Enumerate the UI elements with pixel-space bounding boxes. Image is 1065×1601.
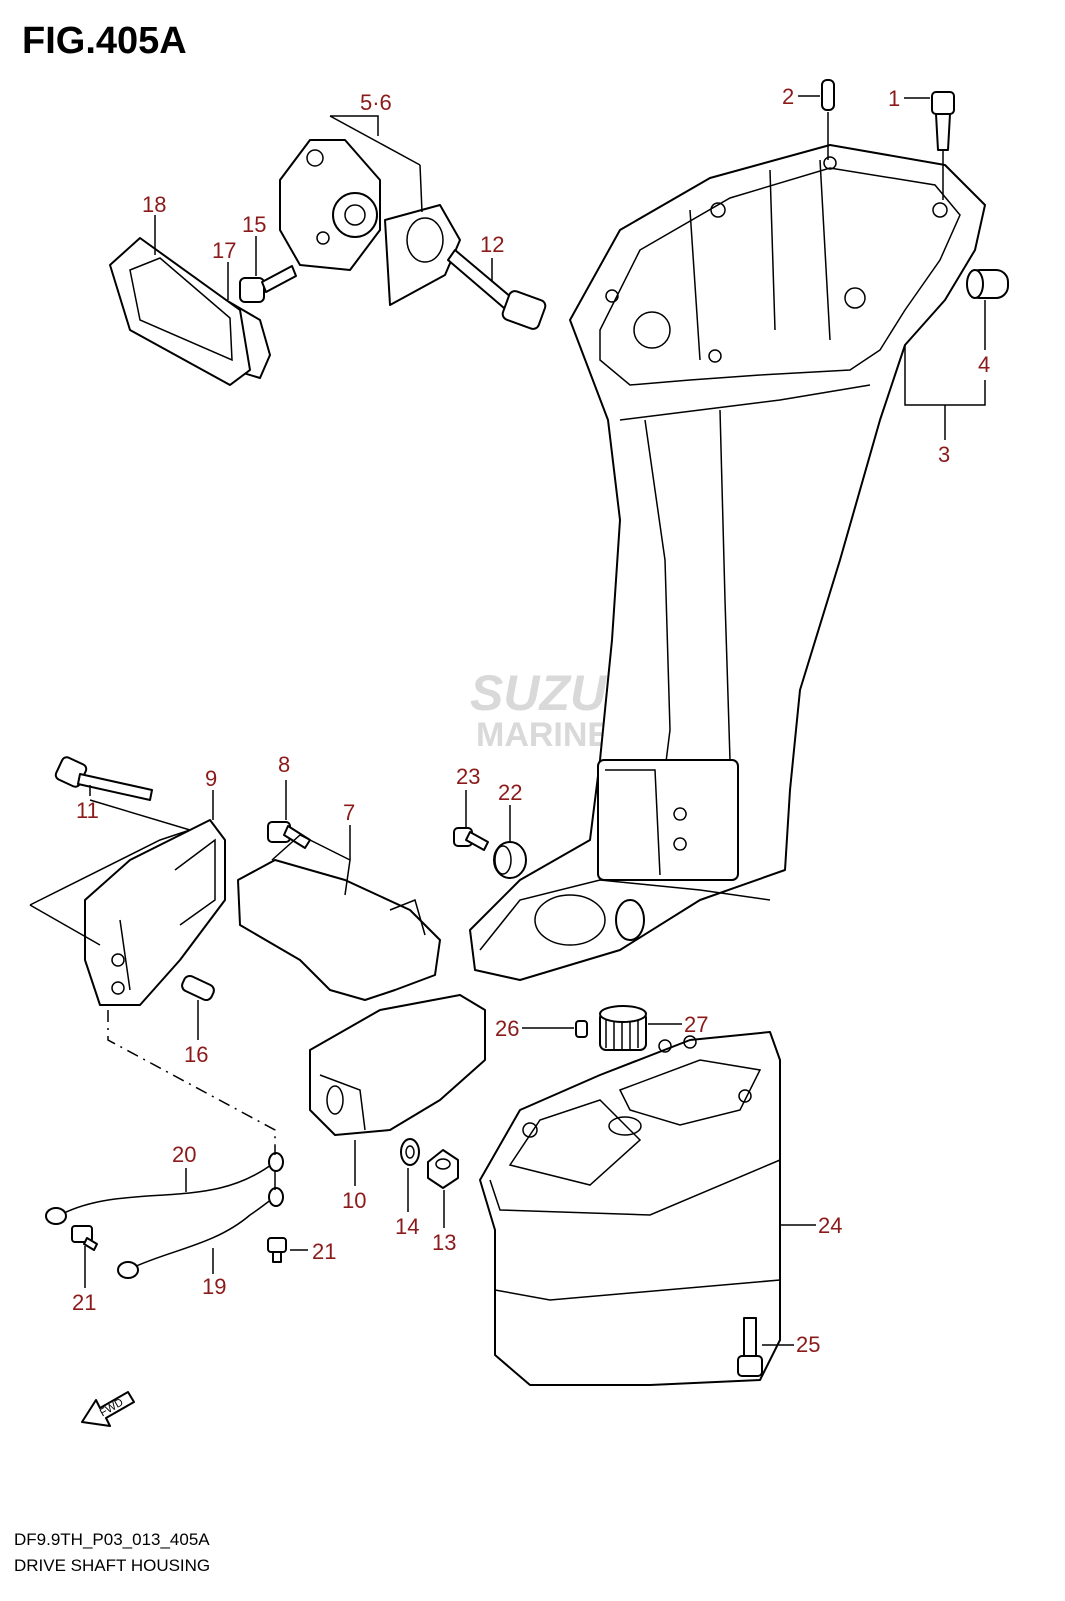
callout-3: 3 [938, 442, 950, 467]
grommet-18 [109, 237, 251, 386]
pin-26 [575, 1020, 588, 1038]
bolt-11 [54, 756, 153, 801]
callout-8: 8 [278, 752, 290, 777]
clamp-10 [309, 994, 486, 1136]
bolt-1 [931, 91, 955, 151]
callout-25: 25 [796, 1332, 820, 1357]
callout-19: 19 [202, 1274, 226, 1299]
callout-13: 13 [432, 1230, 456, 1255]
water-seal-27 [599, 1005, 647, 1051]
callout-5-6: 5·6 [360, 90, 392, 115]
callout-16: 16 [184, 1042, 208, 1067]
mount-plate-6 [384, 204, 461, 306]
drive-shaft-housing [469, 144, 986, 981]
pin-2 [821, 79, 835, 111]
clamp-7 [237, 834, 441, 1001]
callout-10: 10 [342, 1188, 366, 1213]
screw-21a [267, 1237, 287, 1263]
callout-26: 26 [495, 1016, 519, 1041]
fwd-arrow-icon: FWD [81, 1391, 135, 1427]
callout-20: 20 [172, 1142, 196, 1167]
figure-title: FIG.405A [22, 20, 187, 62]
callout-24: 24 [818, 1213, 842, 1238]
pin-16 [181, 974, 215, 1002]
lower-drive-shaft-housing [479, 1031, 781, 1386]
cap-4 [966, 269, 1009, 299]
callout-23: 23 [456, 764, 480, 789]
figure-code: DF9.9TH_P03_013_405A [14, 1530, 210, 1549]
callout-18: 18 [142, 192, 166, 217]
callout-15: 15 [242, 212, 266, 237]
bolt-12 [447, 249, 547, 330]
callout-21-right: 21 [312, 1239, 336, 1264]
callout-14: 14 [395, 1214, 419, 1239]
callout-12: 12 [480, 232, 504, 257]
callout-4: 4 [978, 352, 990, 377]
screw-21b [71, 1225, 98, 1251]
callout-21-left: 21 [72, 1290, 96, 1315]
figure-caption: DRIVE SHAFT HOUSING [14, 1556, 211, 1575]
ground-lead-20 [45, 1152, 284, 1225]
callout-11: 11 [76, 798, 99, 823]
callouts: 1 2 4 3 5·6 18 15 17 12 11 9 8 7 23 22 1… [72, 84, 990, 1357]
callout-7: 7 [343, 800, 355, 825]
collar-22 [493, 841, 527, 879]
bracket-9 [84, 819, 226, 1006]
callout-2: 2 [782, 84, 794, 109]
washer-14 [400, 1138, 420, 1166]
ground-lead-19 [117, 1187, 284, 1279]
callout-1: 1 [888, 86, 900, 111]
nut-13 [427, 1149, 459, 1189]
bolt-25 [737, 1317, 763, 1377]
upper-mount-5-6 [279, 139, 381, 271]
bolt-15 [239, 265, 297, 303]
callout-9: 9 [205, 766, 217, 791]
leader-lines [29, 95, 986, 1346]
callout-27: 27 [684, 1012, 708, 1037]
callout-17: 17 [212, 238, 236, 263]
callout-22: 22 [498, 780, 522, 805]
bolt-23 [453, 827, 489, 851]
